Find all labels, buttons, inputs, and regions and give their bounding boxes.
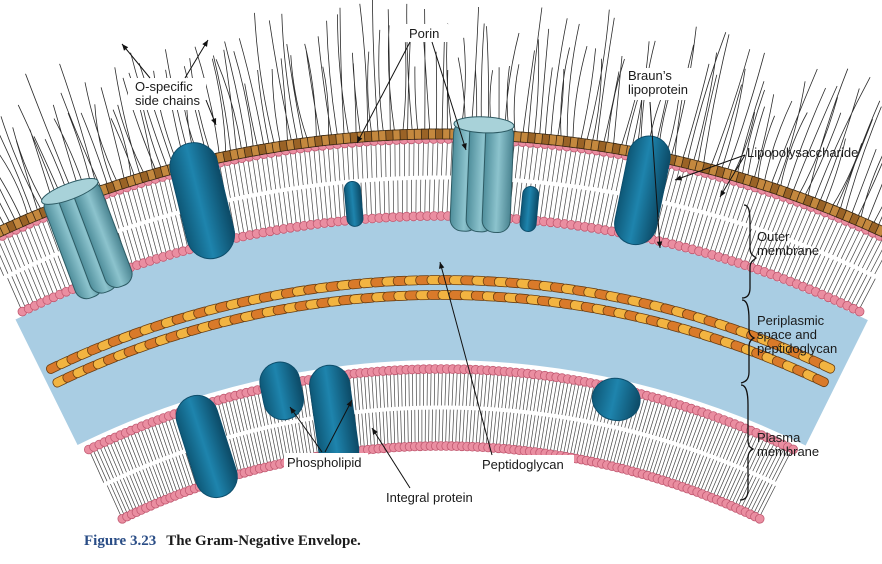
membrane-layers xyxy=(0,129,882,523)
label-phospholipid: Phospholipid xyxy=(287,455,361,470)
label-lipopolysaccharide: Lipopolysaccharide xyxy=(747,145,858,160)
figure-number: Figure 3.23 xyxy=(84,533,156,549)
figure-caption: Figure 3.23 The Gram-Negative Envelope. xyxy=(84,533,361,550)
arrow-lps-1-head xyxy=(675,175,682,180)
arrow-o-specific-right-head xyxy=(202,40,208,47)
arrow-lps-2-head xyxy=(720,190,726,197)
lipoprotein xyxy=(519,186,539,232)
label-peptidoglycan: Peptidoglycan xyxy=(482,457,564,472)
figure-title: The Gram-Negative Envelope. xyxy=(166,533,361,549)
label-porin: Porin xyxy=(409,26,439,41)
label-integral-protein: Integral protein xyxy=(386,490,473,505)
arrow-o-specific-down-head xyxy=(211,118,216,125)
porin-right xyxy=(450,116,515,233)
arrow-o-specific-right xyxy=(185,40,208,78)
lipoprotein xyxy=(344,181,364,227)
